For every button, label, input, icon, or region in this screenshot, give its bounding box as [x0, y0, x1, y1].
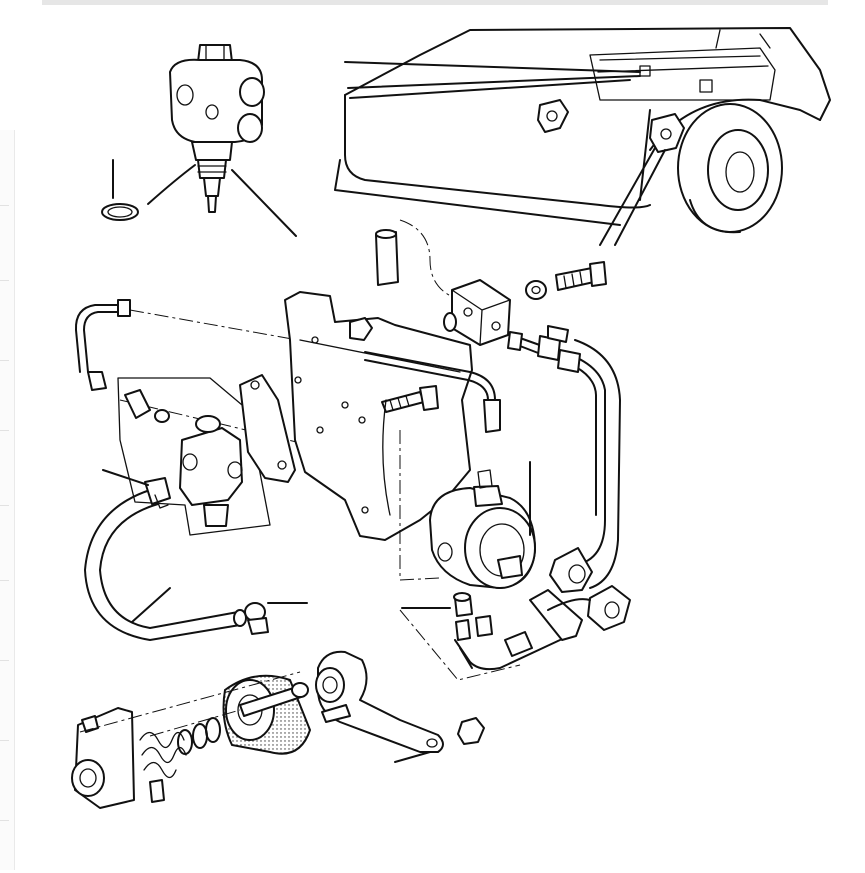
body-clip-right: [599, 113, 685, 246]
brake-pipe-middle: [364, 351, 501, 516]
union-fitting: [549, 547, 593, 593]
spacer-tube: [375, 229, 399, 286]
assembly-line: [79, 671, 301, 733]
leader-line: [231, 169, 297, 237]
assembly-line: [399, 430, 441, 581]
nut-upper: [349, 317, 373, 341]
rubber-mounting: [222, 674, 312, 755]
assembly-line: [129, 309, 366, 353]
car-rear-body: [334, 27, 831, 226]
brake-servo-unit: [429, 469, 536, 589]
brake-pipe-upper: [74, 299, 131, 391]
nut-lower: [457, 717, 485, 745]
assembly-line: [149, 709, 241, 737]
connector-block: [443, 279, 511, 346]
leader-line: [347, 75, 641, 89]
brake-valve-small: [179, 415, 243, 527]
brake-pipe-right: [507, 325, 621, 589]
o-ring-seal: [101, 203, 139, 221]
leader-line: [394, 751, 431, 763]
mounting-bracket: [284, 291, 473, 541]
bracket-plate: [239, 374, 296, 483]
leader-line: [102, 469, 149, 486]
leader-line: [344, 61, 641, 73]
top-bar: [42, 0, 828, 5]
union-nut: [124, 389, 170, 423]
left-rail: [0, 130, 15, 870]
assembly-line: [399, 609, 521, 681]
lever-arm: [315, 650, 444, 753]
valve-unit-box: [117, 377, 271, 536]
assembly-line: [399, 219, 461, 301]
rear-wheel: [677, 103, 783, 234]
leader-line: [131, 587, 171, 623]
pipe-tee-fittings: [454, 589, 591, 671]
body-clip-left: [537, 99, 569, 133]
nut-square: [587, 585, 631, 631]
leader-line: [147, 164, 196, 205]
bolt-upper: [555, 261, 607, 291]
rubber-hose: [84, 489, 247, 641]
pressure-valve-detail: [169, 44, 265, 213]
hose-clip-lower: [244, 602, 269, 635]
washers-row: [177, 717, 221, 755]
washer-large: [525, 280, 547, 300]
end-cover-flange: [71, 707, 165, 809]
spacer-small: [453, 592, 473, 617]
bolt-horizontal: [381, 385, 439, 413]
coil-spring: [139, 731, 187, 779]
hose-clip-upper: [144, 477, 171, 509]
